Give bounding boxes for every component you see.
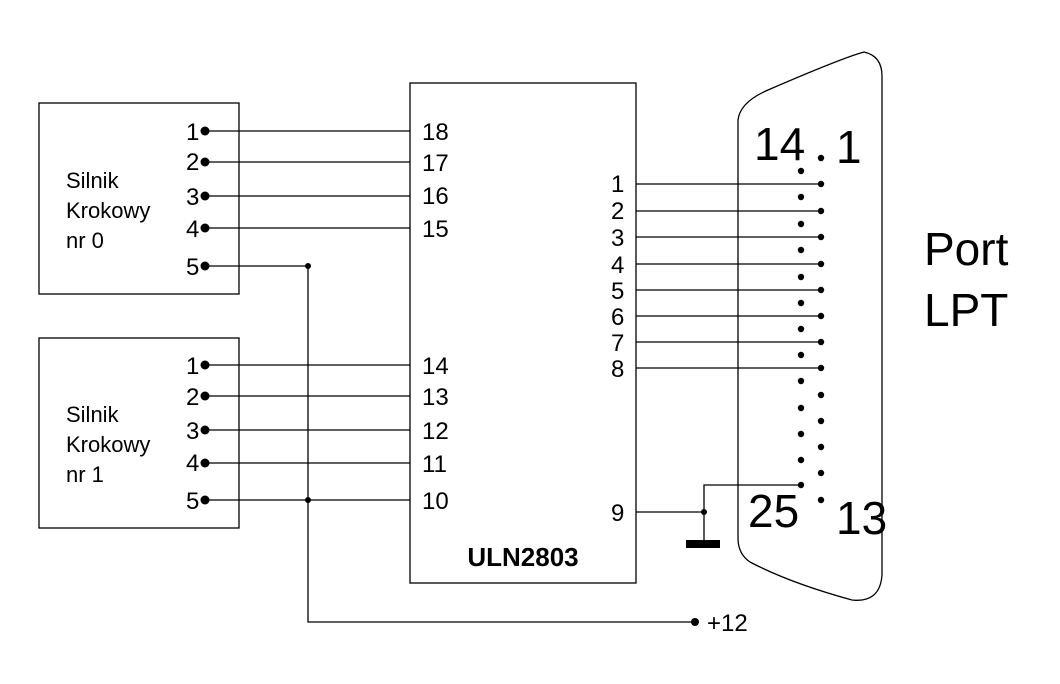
motor-wires [205, 130, 694, 623]
chip-pin-2: 2 [611, 198, 624, 225]
motor-1-label-line1: Silnik [66, 402, 120, 427]
dot-m0-3 [200, 191, 210, 201]
motor-0-label-line2: Krokowy [66, 198, 150, 223]
port-label: Port LPT [924, 223, 1009, 336]
chip-pin-17: 17 [422, 150, 449, 177]
dot-m0-2 [200, 157, 210, 167]
connector-pin1-label: 1 [836, 121, 862, 173]
lpt-wires [636, 183, 821, 548]
power-label: +12 [707, 610, 748, 637]
motor-1-pin-1: 1 [186, 353, 199, 380]
motor-0-label-line1: Silnik [66, 168, 120, 193]
dot-m1-4 [200, 458, 210, 468]
motor-pin-dots [200, 126, 311, 505]
chip-pin-11: 11 [422, 451, 447, 478]
connector-pin14-label: 14 [754, 118, 805, 170]
chip-pin-4: 4 [611, 252, 624, 279]
connector-row-top [817, 154, 825, 504]
chip-pin-10: 10 [422, 488, 449, 515]
port-label-line1: Port [924, 223, 1009, 275]
dot-m0-1 [200, 126, 210, 136]
connector-pin25-label: 25 [748, 485, 799, 537]
chip-pin-12: 12 [422, 418, 449, 445]
connector-pin13-label: 13 [836, 492, 887, 544]
junction-power-bottom [305, 497, 311, 503]
motor-0-pin-3: 3 [186, 184, 199, 211]
motor-1-label-line2: Krokowy [66, 432, 150, 457]
chip-pin-9: 9 [611, 500, 624, 527]
lpt-connector: 14 1 25 13 [737, 51, 887, 601]
motor-1-pin-3: 3 [186, 418, 199, 445]
connector-row-bottom [797, 167, 805, 489]
motor-0-pin-5: 5 [186, 254, 199, 281]
chip-body [409, 82, 637, 584]
motor-0-pin-1: 1 [186, 119, 199, 146]
dot-m1-5 [200, 495, 210, 505]
chip-pin-13: 13 [422, 384, 449, 411]
chip-pin-6: 6 [611, 304, 624, 331]
motor-1: Silnik Krokowy nr 1 1 2 3 4 5 [38, 337, 240, 529]
chip-pin-5: 5 [611, 278, 624, 305]
chip-pin-14: 14 [422, 353, 449, 380]
motor-0-pin-4: 4 [186, 216, 199, 243]
dot-m1-1 [200, 360, 210, 370]
motor-1-pin-4: 4 [186, 450, 199, 477]
port-label-line2: LPT [924, 284, 1008, 336]
chip-pin-1: 1 [611, 171, 624, 198]
dot-m1-3 [200, 425, 210, 435]
dot-m0-4 [200, 223, 210, 233]
motor-1-label-line3: nr 1 [66, 462, 104, 487]
power-terminal: +12 [691, 610, 748, 637]
chip-pin-18: 18 [422, 119, 449, 146]
dot-m0-5 [200, 261, 210, 271]
chip-pin-3: 3 [611, 225, 624, 252]
ground-symbol [686, 540, 720, 548]
motor-1-pin-2: 2 [186, 384, 199, 411]
dot-m1-2 [200, 391, 210, 401]
motor-0-box [38, 102, 240, 295]
junction-ground [701, 509, 707, 515]
power-terminal-dot [691, 618, 699, 626]
chip-pin-8: 8 [611, 356, 624, 383]
uln2803-chip: ULN2803 18 17 16 15 14 13 12 11 10 1 2 3… [409, 82, 637, 584]
wire-power-bus [205, 265, 694, 623]
chip-pin-15: 15 [422, 216, 449, 243]
wire-pin25-ground [703, 484, 801, 540]
connector-shell [737, 51, 883, 601]
motor-0-label-line3: nr 0 [66, 228, 104, 253]
motor-1-pin-5: 5 [186, 488, 199, 515]
chip-pin-16: 16 [422, 183, 449, 210]
motor-0: Silnik Krokowy nr 0 1 2 3 4 5 [38, 102, 240, 295]
junction-power-top [305, 263, 311, 269]
motor-1-box [38, 337, 240, 529]
chip-name: ULN2803 [467, 542, 578, 572]
chip-pin-7: 7 [611, 330, 624, 357]
motor-0-pin-2: 2 [186, 149, 199, 176]
